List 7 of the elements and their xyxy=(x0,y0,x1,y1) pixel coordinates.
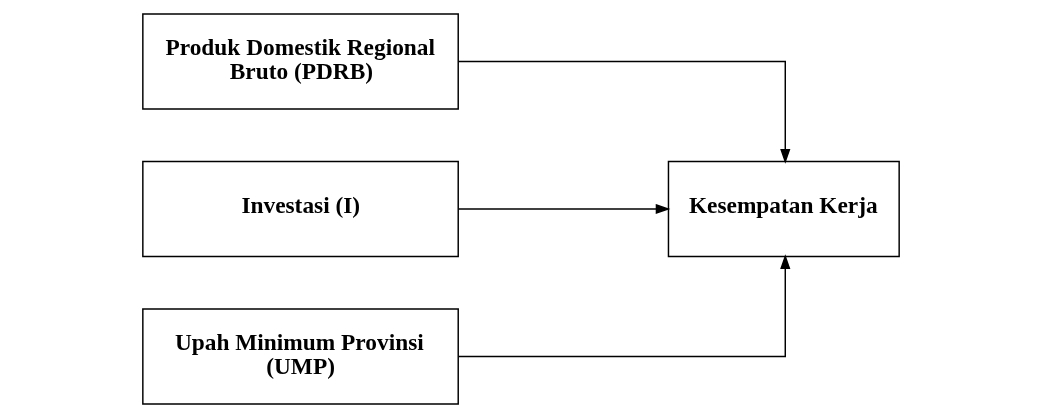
node-box: Investasi (I) xyxy=(141,160,459,258)
node-box: Produk Domestik Regional Bruto (PDRB) xyxy=(141,13,459,110)
arrow xyxy=(457,254,790,358)
node-box: Upah Minimum Provinsi (UMP) xyxy=(141,308,459,405)
node-box: Kesempatan Kerja xyxy=(667,160,900,258)
arrow xyxy=(457,203,670,215)
arrow xyxy=(457,60,790,164)
